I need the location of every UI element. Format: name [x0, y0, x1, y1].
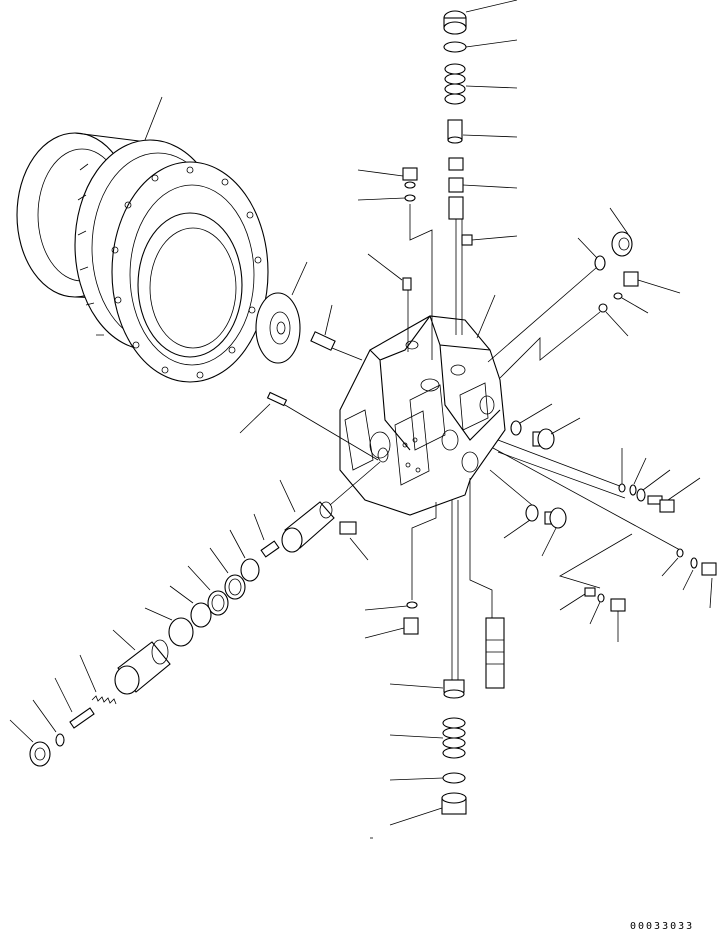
- drawing-code: 00033033: [630, 921, 695, 932]
- spool-assembly: [9, 461, 381, 767]
- bottom-stack: [441, 500, 467, 815]
- small-plug: [357, 167, 433, 360]
- lower-small-parts: [364, 478, 505, 689]
- top-bolt: [461, 234, 473, 246]
- right-mid-parts: [492, 403, 717, 609]
- leader-housing: [144, 96, 163, 141]
- top-stack: [443, 10, 467, 335]
- top-stack-leaders: [462, 0, 518, 241]
- final-drive-housing: [16, 132, 269, 383]
- leader-disc: [291, 261, 308, 296]
- leader-body: [476, 294, 496, 339]
- bottom-stack-leaders: [389, 683, 444, 826]
- valve-body: [339, 315, 506, 516]
- right-upper-parts: [487, 207, 681, 379]
- right-lower-parts: [489, 469, 633, 642]
- left-pins: [239, 304, 379, 461]
- small-bolt: [367, 253, 412, 352]
- disc-plate: [255, 292, 301, 364]
